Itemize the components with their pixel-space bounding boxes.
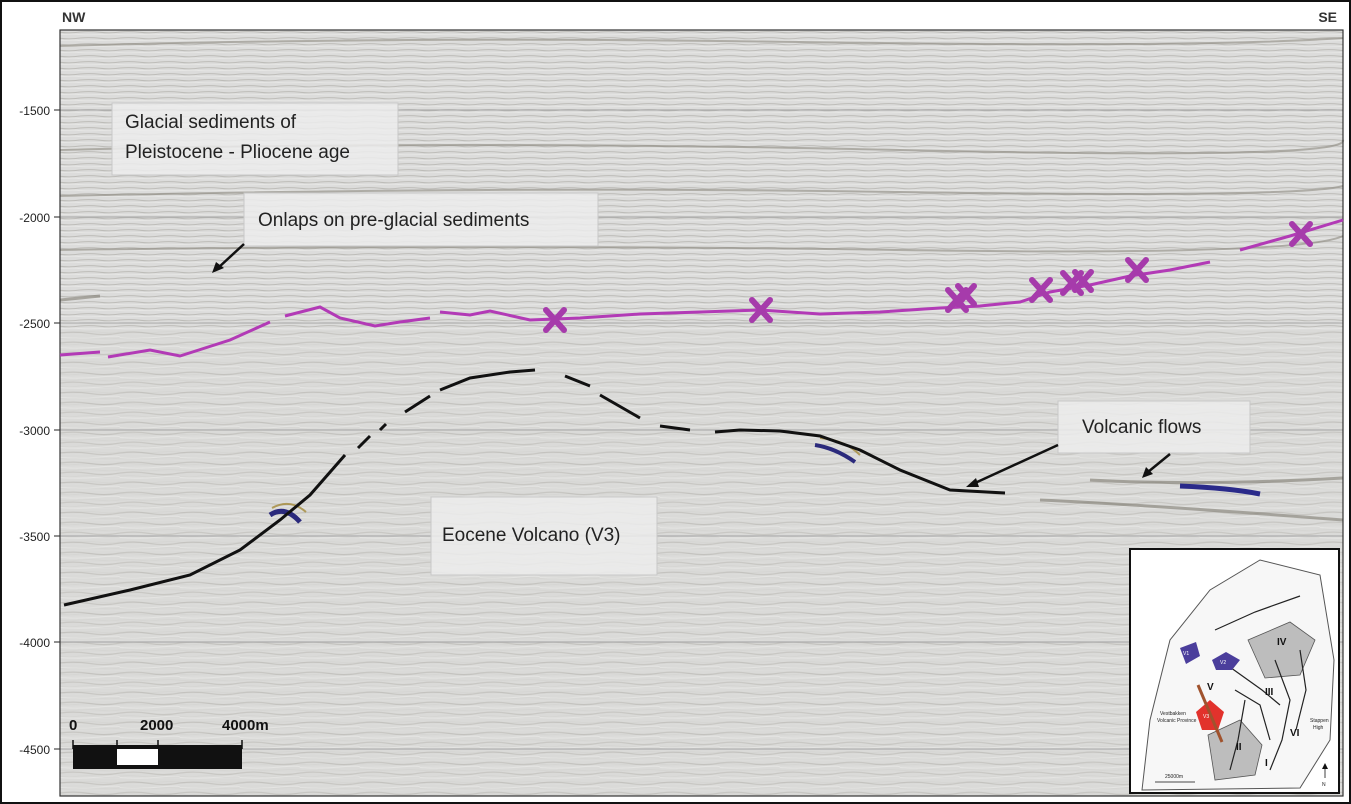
svg-text:V3: V3	[1203, 714, 1209, 720]
volcanic-flows-arrows	[966, 443, 1171, 487]
svg-text:VI: VI	[1290, 728, 1300, 739]
depth-axis	[54, 109, 60, 750]
depth-tick-label: -3000	[19, 424, 50, 438]
depth-tick-label: -2500	[19, 317, 50, 331]
glacial-sediments-annotation: Glacial sediments of Pleistocene - Plioc…	[111, 102, 399, 176]
svg-text:Stappen: Stappen	[1310, 718, 1329, 724]
section-line	[1196, 684, 1224, 743]
scale-bar: 0 2000 4000m	[69, 717, 269, 769]
svg-text:Vestbakken: Vestbakken	[1160, 711, 1186, 717]
eocene-volcano-annotation: Eocene Volcano (V3)	[430, 496, 658, 576]
svg-text:V: V	[1207, 682, 1214, 693]
svg-text:2000: 2000	[140, 717, 173, 734]
svg-text:Pleistocene - Pliocene age: Pleistocene - Pliocene age	[125, 142, 350, 163]
bright-spot	[268, 508, 302, 524]
nw-label: NW	[62, 9, 86, 25]
volcanic-flows-annotation: Volcanic flows	[1057, 400, 1251, 454]
svg-text:N: N	[1322, 782, 1326, 788]
onlap-marker	[1029, 277, 1053, 303]
depth-tick-label: -1500	[19, 104, 50, 118]
depth-tick-label: -4000	[19, 636, 50, 650]
depth-tick-label: -4500	[19, 743, 50, 757]
onlap-marker	[955, 283, 977, 307]
bright-spot	[814, 443, 857, 464]
svg-text:4000m: 4000m	[222, 717, 269, 734]
inset-location-map: IV V III II I VI V1 V2 V3 Vestbakken Vol…	[1129, 548, 1340, 794]
volcano-v2	[1212, 652, 1240, 670]
volcano-v1	[1180, 642, 1200, 664]
svg-text:Onlaps on pre-glacial sediment: Onlaps on pre-glacial sediments	[258, 210, 529, 231]
onlap-marker	[543, 307, 567, 333]
bright-spot	[1179, 483, 1261, 497]
svg-text:II: II	[1236, 742, 1242, 753]
svg-text:IV: IV	[1277, 637, 1287, 648]
svg-text:V2: V2	[1220, 660, 1226, 666]
onlap-markers	[543, 221, 1313, 333]
onlap-marker	[1125, 257, 1149, 283]
panel-border	[59, 29, 1344, 797]
svg-text:High: High	[1313, 725, 1324, 731]
svg-text:Volcanic Province: Volcanic Province	[1157, 718, 1197, 724]
volcano-top-horizon	[63, 368, 1006, 607]
onlaps-arrow	[212, 243, 245, 273]
onlap-marker	[1289, 221, 1313, 247]
svg-text:Volcanic flows: Volcanic flows	[1082, 417, 1201, 438]
svg-text:III: III	[1265, 687, 1274, 698]
depth-tick-label: -2000	[19, 211, 50, 225]
svg-text:Glacial sediments of: Glacial sediments of	[125, 112, 297, 133]
svg-text:0: 0	[69, 717, 77, 734]
onlap-marker	[1072, 269, 1094, 293]
depth-tick-label: -3500	[19, 530, 50, 544]
svg-text:25000m: 25000m	[1165, 774, 1183, 780]
svg-text:Eocene Volcano (V3): Eocene Volcano (V3)	[442, 525, 621, 546]
svg-text:V1: V1	[1183, 651, 1189, 657]
svg-text:I: I	[1265, 758, 1268, 769]
onlaps-annotation: Onlaps on pre-glacial sediments	[243, 192, 599, 247]
pre-glacial-horizon	[59, 218, 1344, 359]
onlap-marker	[749, 297, 773, 323]
se-label: SE	[1318, 9, 1337, 25]
